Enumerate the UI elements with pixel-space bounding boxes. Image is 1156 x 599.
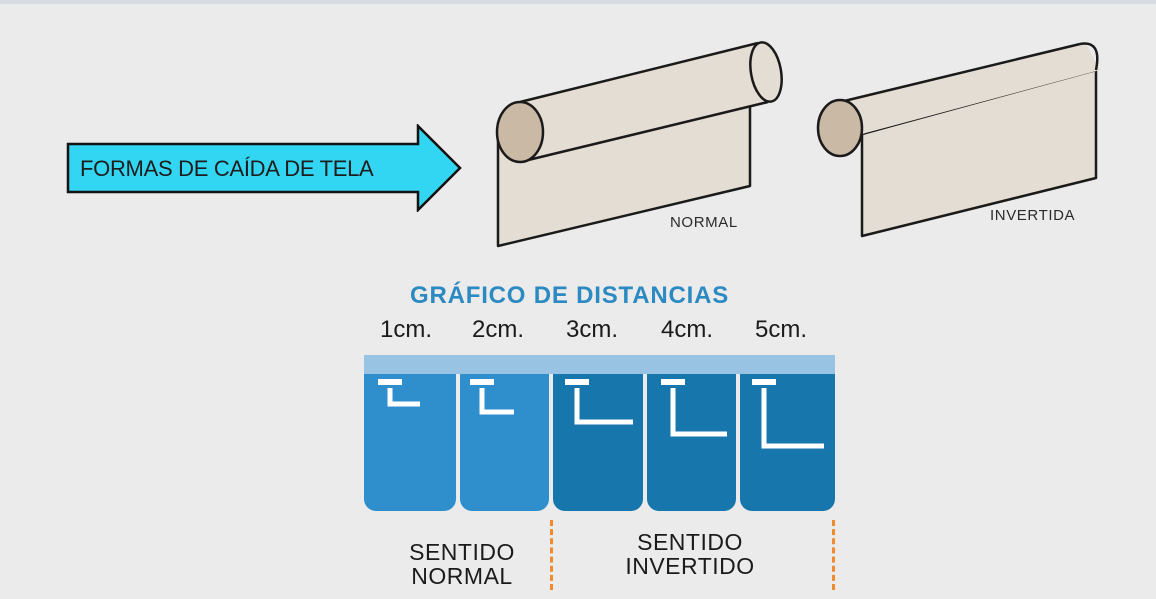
panel-3cm — [553, 374, 643, 511]
panel-4cm — [647, 374, 736, 511]
panel-5cm — [740, 374, 835, 511]
divider-right-edge — [832, 520, 835, 590]
distance-label-1: 1cm. — [379, 316, 432, 343]
distance-label-4: 4cm. — [660, 316, 713, 343]
inverted-roll — [816, 42, 1100, 238]
normal-roll — [495, 41, 783, 248]
hook-bracket-icon — [378, 379, 420, 407]
panel-1cm — [364, 374, 456, 511]
curtain-rail — [364, 355, 835, 374]
top-border — [0, 0, 1156, 4]
sense-inverted-line1: SENTIDO — [637, 529, 743, 555]
sense-normal-line1: SENTIDO — [409, 539, 515, 565]
hook-bracket-icon — [752, 379, 824, 449]
sense-inverted-label: SENTIDO INVERTIDO — [600, 530, 780, 578]
fabric-drop-arrow: FORMAS DE CAÍDA DE TELA — [66, 124, 462, 212]
sense-inverted-line2: INVERTIDO — [625, 553, 755, 579]
hook-bracket-icon — [470, 379, 514, 415]
hook-bracket-icon — [661, 379, 727, 437]
inverted-roll-label: INVERTIDA — [990, 207, 1076, 224]
distance-label-3: 3cm. — [565, 316, 618, 343]
sense-normal-label: SENTIDO NORMAL — [390, 540, 534, 588]
sense-normal-line2: NORMAL — [411, 563, 513, 589]
distance-label-5: 5cm. — [754, 316, 807, 343]
arrow-shape — [66, 124, 462, 212]
panel-2cm — [460, 374, 549, 511]
hook-bracket-icon — [565, 379, 633, 425]
fabric-rolls-illustration — [495, 41, 1100, 248]
arrow-label: FORMAS DE CAÍDA DE TELA — [80, 156, 374, 181]
distance-label-2: 2cm. — [471, 316, 524, 343]
distance-chart-title: GRÁFICO DE DISTANCIAS — [410, 282, 730, 309]
divider-normal-inverted — [550, 520, 553, 590]
normal-roll-label: NORMAL — [670, 214, 738, 231]
